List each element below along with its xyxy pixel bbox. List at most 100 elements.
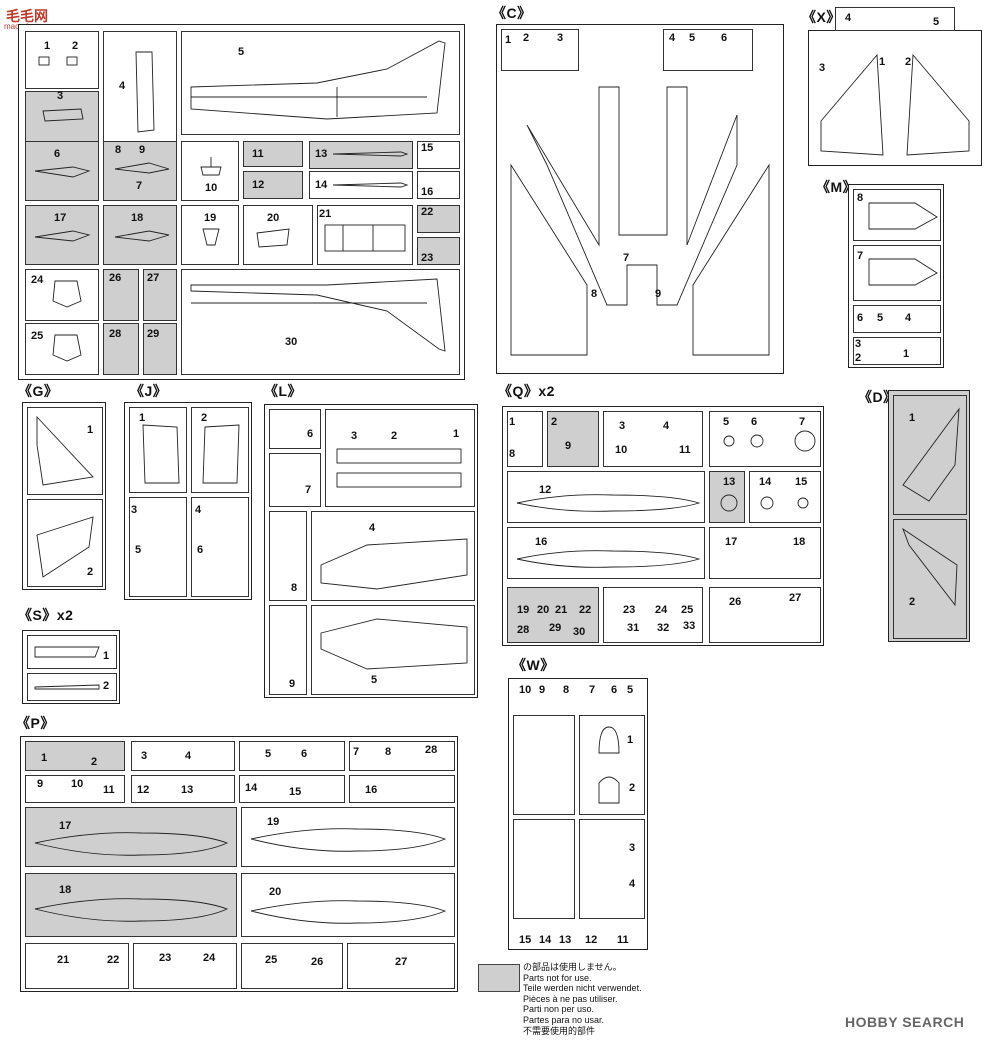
part-drawing	[202, 424, 240, 484]
part-number: 4	[629, 878, 636, 890]
part-number: 14	[539, 934, 552, 946]
part-number: 7	[799, 416, 806, 428]
part-cell	[317, 205, 413, 265]
part-drawing	[34, 166, 91, 178]
part-number: 2	[905, 56, 912, 68]
sprue-p: 1 2 3 4 5 6 7 8 28 9 10 11 12 13 14 15 1…	[20, 736, 458, 992]
part-number: 29	[549, 622, 562, 634]
part-number: 9	[565, 440, 572, 452]
part-number: 3	[141, 750, 148, 762]
part-number: 20	[269, 886, 282, 898]
part-number: 4	[185, 750, 192, 762]
part-number: 6	[307, 428, 314, 440]
part-number: 4	[845, 12, 852, 24]
part-number: 1	[879, 56, 886, 68]
part-cell	[27, 673, 117, 701]
watermark-hobbysearch: HOBBY SEARCH	[845, 1014, 965, 1030]
part-number: 8	[857, 192, 864, 204]
part-number: 1	[505, 34, 512, 46]
part-cell	[103, 269, 139, 321]
part-cell	[131, 775, 235, 803]
part-cell	[241, 943, 343, 989]
part-number: 2	[103, 680, 110, 692]
sprue-m: 8 7 6 5 4 3 2 1	[848, 184, 944, 368]
part-number: 12	[539, 484, 552, 496]
part-number: 25	[265, 954, 278, 966]
part-number: 3	[819, 62, 826, 74]
part-drawing	[336, 448, 462, 488]
part-number: 11	[617, 934, 629, 946]
part-cell	[191, 407, 249, 493]
part-drawing	[190, 40, 446, 120]
part-drawing	[598, 726, 620, 804]
part-number: 12	[585, 934, 598, 946]
part-cell	[25, 741, 125, 771]
part-number: 5	[723, 416, 730, 428]
part-cell	[131, 741, 235, 771]
part-number: 7	[589, 684, 596, 696]
part-number: 5	[265, 748, 272, 760]
legend-line: 不需要使用的部件	[523, 1025, 596, 1036]
legend-line: Parti non per uso.	[523, 1004, 595, 1015]
part-number: 4	[669, 32, 676, 44]
sprue-label: 《J》	[130, 383, 168, 399]
part-number: 21	[319, 208, 332, 220]
part-cell	[349, 775, 455, 803]
sprue-label: 《M》	[816, 179, 858, 195]
part-number: 28	[425, 744, 438, 756]
sprue-d: 1 2	[888, 390, 970, 642]
part-number: 10	[205, 182, 218, 194]
part-number: 23	[623, 604, 636, 616]
part-number: 28	[109, 328, 122, 340]
part-number: 3	[131, 504, 138, 516]
part-cell	[269, 453, 321, 507]
part-cell	[181, 269, 460, 375]
sprue-label: 《Q》x2	[498, 383, 555, 399]
part-cell	[103, 205, 177, 265]
part-number: 6	[301, 748, 308, 760]
part-number: 29	[147, 328, 160, 340]
part-cell	[417, 171, 460, 199]
part-number: 7	[857, 250, 864, 262]
part-cell	[579, 819, 645, 919]
part-cell	[709, 411, 821, 467]
part-number: 19	[267, 816, 280, 828]
part-cell	[749, 471, 821, 523]
part-drawing	[36, 516, 94, 578]
part-drawing	[516, 550, 701, 568]
part-cell	[507, 471, 705, 523]
part-cell	[311, 511, 475, 601]
legend-line: Teile werden nicht verwendet.	[523, 983, 642, 994]
part-number: 4	[369, 522, 376, 534]
part-cell	[103, 323, 139, 375]
part-drawing	[34, 832, 229, 856]
part-cell	[853, 245, 941, 301]
part-number: 20	[267, 212, 280, 224]
part-number: 11	[252, 148, 264, 160]
part-number: 2	[855, 352, 862, 364]
watermark-logo: 毛毛网	[6, 8, 48, 24]
part-drawing	[332, 151, 409, 157]
part-cell	[349, 741, 455, 771]
part-number: 26	[729, 596, 742, 608]
part-number: 8	[115, 144, 122, 156]
part-number: 6	[54, 148, 61, 160]
part-cell	[347, 943, 455, 989]
sprue-label: 《S》x2	[18, 607, 74, 623]
part-number: 1	[453, 428, 460, 440]
part-number: 7	[353, 746, 360, 758]
part-number: 25	[681, 604, 694, 616]
legend: の部品は使用しません。 Parts not for use. Teile wer…	[523, 962, 642, 1036]
part-number: 6	[751, 416, 758, 428]
part-cell	[129, 497, 187, 597]
part-number: 24	[655, 604, 668, 616]
part-number: 15	[795, 476, 808, 488]
part-number: 1	[103, 650, 110, 662]
part-number: 9	[139, 144, 146, 156]
part-number: 22	[579, 604, 592, 616]
part-number: 1	[627, 734, 634, 746]
part-number: 19	[204, 212, 217, 224]
part-cell	[27, 407, 103, 495]
legend-swatch	[478, 964, 520, 992]
part-number: 1	[41, 752, 48, 764]
